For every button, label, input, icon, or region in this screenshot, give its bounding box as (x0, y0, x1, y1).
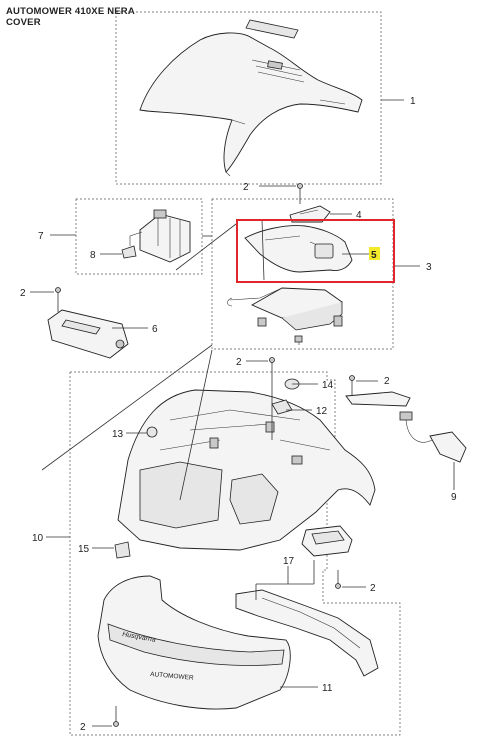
callout-7[interactable]: 7 (38, 231, 44, 242)
screw-icon (335, 570, 341, 589)
group-box-7 (75, 198, 203, 275)
title-model: AUTOMOWER 410XE NERA (6, 6, 135, 17)
callout-13[interactable]: 13 (112, 429, 124, 440)
callout-8[interactable]: 8 (90, 250, 96, 261)
callout-17[interactable]: 17 (283, 556, 295, 567)
part-1-top-cover (139, 19, 363, 177)
screw-icon (349, 375, 355, 396)
title-section: COVER (6, 17, 41, 28)
callout-2[interactable]: 2 (370, 583, 376, 594)
part-17-strip (235, 589, 379, 677)
callout-2[interactable]: 2 (20, 288, 26, 299)
group-box-10 (69, 371, 401, 736)
callout-6[interactable]: 6 (152, 324, 158, 335)
part-8-connector (121, 231, 143, 259)
callout-4[interactable]: 4 (356, 210, 362, 221)
part-5-display-cover (244, 225, 353, 273)
part-17-rear-plate (301, 525, 353, 557)
part-15-foot (114, 541, 131, 559)
screw-icon (297, 183, 303, 204)
callout-labels: 1 2 2 2 2 2 2 3 4 5 6 7 8 9 10 11 12 13 … (20, 96, 457, 733)
part-3-keypad-assembly (227, 287, 343, 345)
callout-3[interactable]: 3 (426, 262, 432, 273)
screw-icon (55, 287, 61, 312)
callout-1[interactable]: 1 (410, 96, 416, 107)
part-13-grommet (146, 426, 158, 438)
leader-lines (30, 99, 455, 727)
callout-11[interactable]: 11 (322, 683, 333, 694)
part-6-hatch (47, 309, 129, 359)
callout-2[interactable]: 2 (384, 376, 390, 387)
group-box-1 (115, 11, 382, 185)
callout-9[interactable]: 9 (451, 492, 457, 503)
part-11-front-bumper: Husqvarna AUTOMOWER (97, 575, 291, 710)
callout-2[interactable]: 2 (80, 722, 86, 733)
part-9-cable-assembly (345, 391, 467, 463)
selected-part-highlight (236, 219, 395, 283)
callout-5-selected[interactable]: 5 (371, 250, 377, 261)
callout-12[interactable]: 12 (316, 406, 328, 417)
callout-2[interactable]: 2 (236, 357, 242, 368)
callout-14[interactable]: 14 (322, 380, 334, 391)
callout-10[interactable]: 10 (32, 533, 44, 544)
selected-part-badge (369, 247, 380, 260)
part-7-bracket (139, 209, 191, 263)
screw-icon (269, 357, 275, 440)
screw-icon (113, 706, 119, 727)
diagram-title: AUTOMOWER 410XE NERA COVER (6, 6, 135, 28)
callout-15[interactable]: 15 (78, 544, 90, 555)
bumper-model-text: AUTOMOWER (150, 671, 194, 682)
callout-2[interactable]: 2 (243, 182, 249, 193)
